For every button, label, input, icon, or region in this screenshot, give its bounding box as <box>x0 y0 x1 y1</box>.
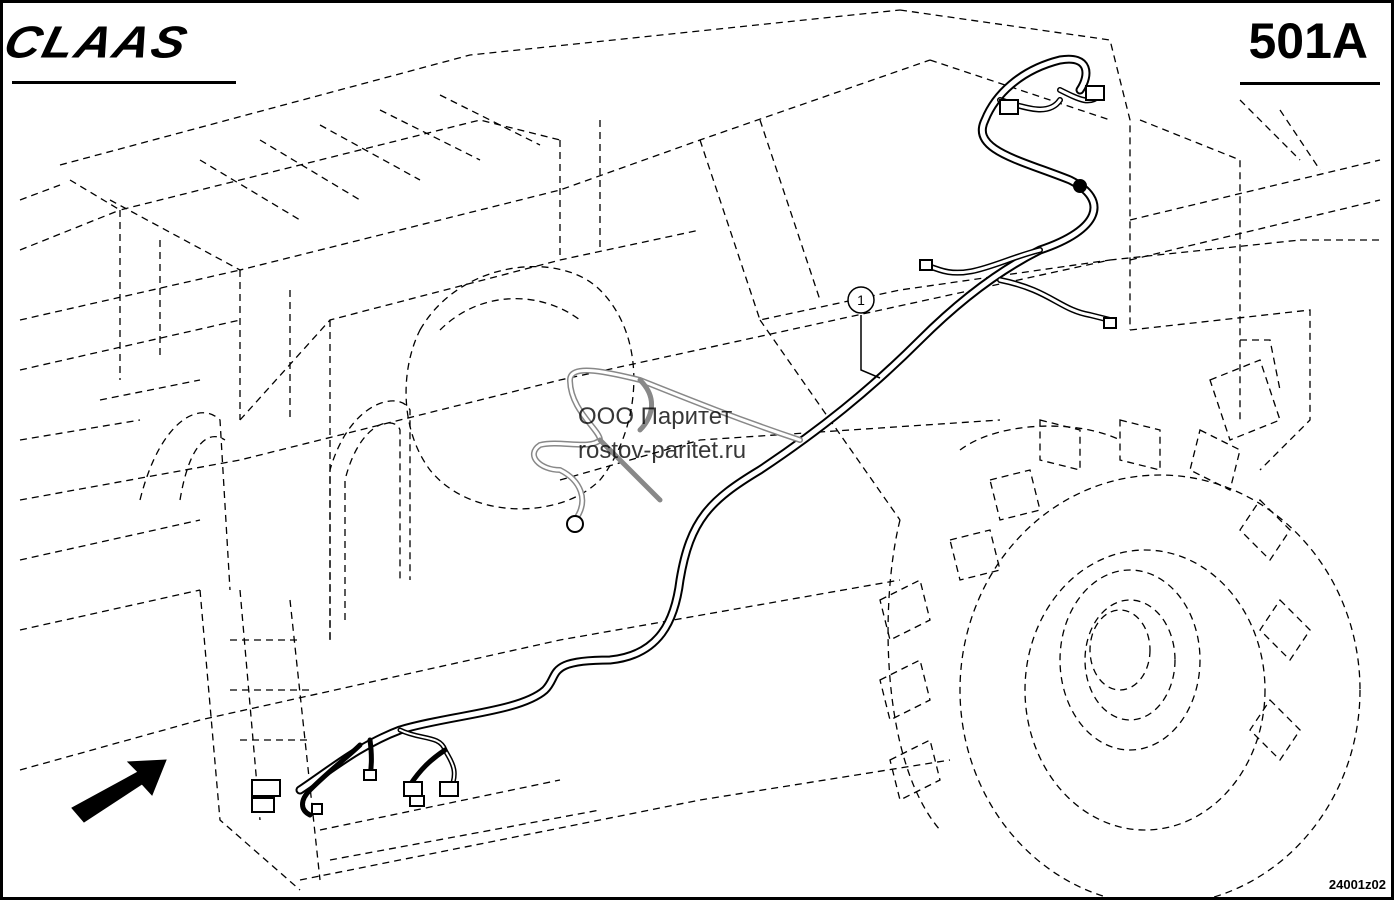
page-code: 501A <box>1248 13 1368 69</box>
watermark-url: rostov-paritet.ru <box>578 437 747 464</box>
connector-top-left <box>999 99 1019 115</box>
connector-bottom-d <box>439 781 459 797</box>
harness-connectors <box>251 85 1117 815</box>
callout-label: 1 <box>857 292 865 308</box>
watermark-company: ООО Паритет <box>578 403 733 430</box>
callout-1: 1 <box>847 286 875 314</box>
connector-bottom-f <box>363 769 377 781</box>
connector-bottom-b <box>251 797 275 813</box>
callout-leader <box>860 315 881 379</box>
connector-top-right <box>1085 85 1105 101</box>
wiring-harness <box>295 54 1113 818</box>
page-code-underline <box>1240 82 1380 85</box>
connector-bottom-e <box>409 795 425 807</box>
connector-bottom-a <box>251 779 281 797</box>
claas-logo: CLAAS <box>0 14 236 84</box>
watermark: ООО Паритет rostov-paritet.ru <box>578 400 746 468</box>
drawing-number: 24001z02 <box>1328 877 1386 892</box>
connector-branch-right <box>1103 317 1117 329</box>
connector-bottom-c <box>403 781 423 797</box>
logo-underline <box>12 81 236 84</box>
connector-bottom-g <box>311 803 323 815</box>
callout-circle <box>847 286 875 314</box>
cable-clip <box>1073 179 1087 193</box>
connector-branch-left <box>919 259 933 271</box>
direction-arrow-icon <box>71 759 167 823</box>
brand-logotype: CLAAS <box>0 16 194 68</box>
connector-grey-end <box>566 515 584 533</box>
